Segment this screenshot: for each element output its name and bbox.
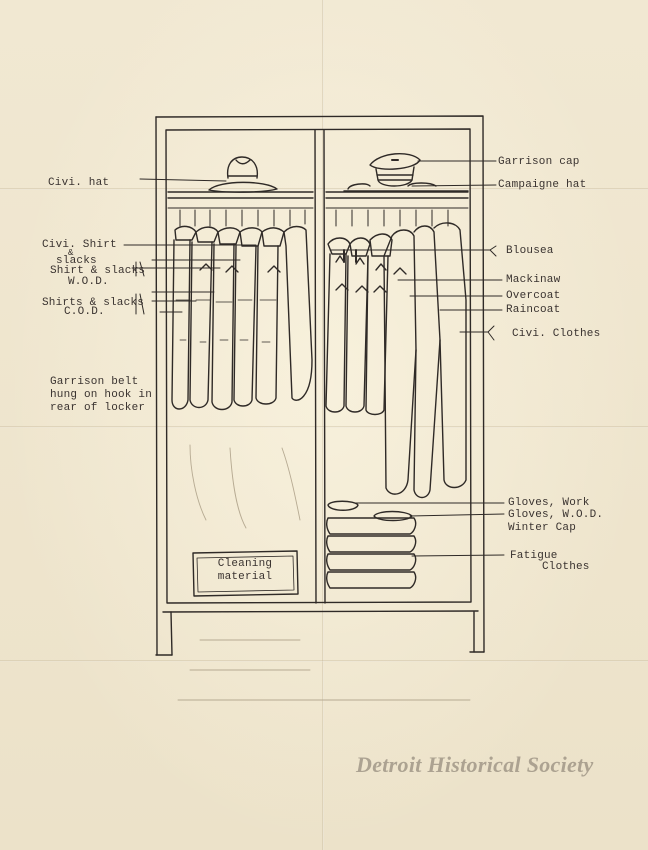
label-cleaning-material: Cleaning material — [217, 558, 273, 583]
label-campaigne-hat: Campaigne hat — [498, 179, 587, 191]
locker-frame — [155, 115, 485, 656]
left-hanging-clothes — [171, 225, 313, 411]
watermark-text: Detroit Historical Society — [356, 752, 594, 777]
label-mackinaw: Mackinaw — [506, 274, 561, 286]
garrison-cap-drawing — [369, 153, 421, 187]
label-garrison-cap: Garrison cap — [498, 156, 580, 168]
label-civi-clothes: Civi. Clothes — [512, 328, 601, 340]
faint-ghost-sketch — [177, 444, 471, 701]
label-cod: C.O.D. — [64, 306, 105, 318]
label-blouses: Blousea — [506, 245, 554, 257]
leader-lines — [123, 160, 505, 557]
label-civi-hat: Civi. hat — [48, 177, 110, 189]
label-shirts-slacks-cod: Shirts & slacks — [42, 297, 145, 309]
label-wod: W.O.D. — [68, 276, 109, 288]
label-gloves-work: Gloves, Work — [508, 497, 590, 509]
label-ampersand: & — [68, 248, 74, 258]
campaign-hat-drawing — [343, 182, 469, 192]
label-overcoat: Overcoat — [506, 290, 561, 302]
civi-hat-drawing — [208, 156, 278, 193]
label-slacks: slacks — [56, 255, 97, 267]
label-gloves-wod: Gloves, W.O.D. — [508, 509, 604, 521]
top-shelf — [167, 191, 469, 209]
label-clothes: Clothes — [542, 561, 590, 573]
hanger-rod — [179, 209, 449, 227]
label-garrison-belt: Garrison belt hung on hook in rear of lo… — [50, 376, 153, 414]
right-hanging-clothes — [325, 222, 467, 499]
label-fatigue: Fatigue — [510, 550, 558, 562]
fold-crease-horizontal — [0, 660, 648, 662]
label-shirt-slacks-wod: Shirt & slacks — [50, 265, 146, 277]
cleaning-material-box — [192, 550, 299, 597]
label-civi-shirt: Civi. Shirt — [42, 239, 117, 251]
label-winter-cap: Winter Cap — [508, 522, 577, 534]
fold-crease-vertical — [322, 0, 324, 850]
label-raincoat: Raincoat — [506, 304, 561, 316]
fatigue-clothes-stack — [325, 500, 417, 589]
